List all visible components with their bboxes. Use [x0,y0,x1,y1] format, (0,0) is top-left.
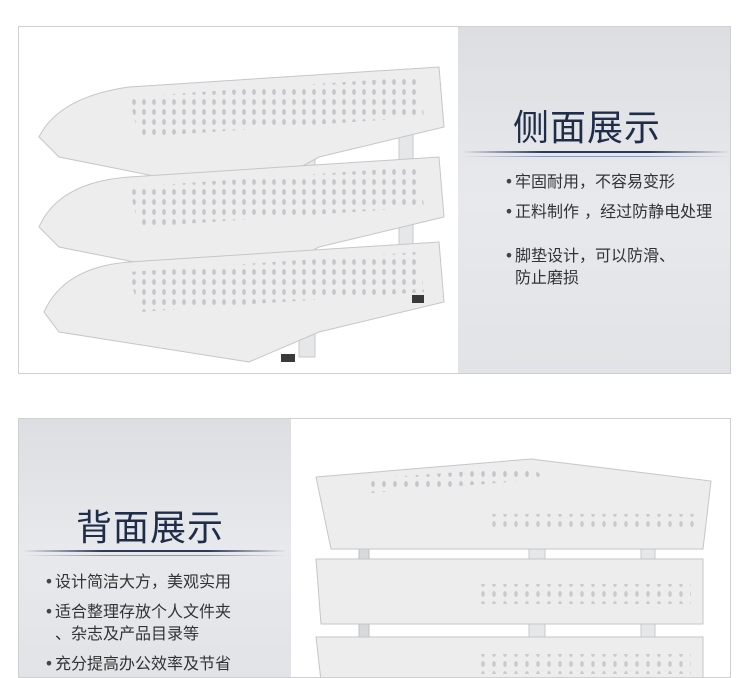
feature-text: 正料制作 ，经过防静电处理 [515,202,713,221]
three-tier-file-tray-back-image [315,458,712,677]
feature-text: 牢固耐用，不容易变形 [515,172,676,191]
feature-item: • 适合整理存放个人文件夹 、杂志及产品目录等 [43,601,289,645]
side-view-info-area: 侧面展示 • 牢固耐用，不容易变形 • 正料制作 ，经过防静电处理 • 脚垫设计… [458,27,730,373]
feature-item: • 设计简洁大方，美观实用 [43,571,289,593]
feature-item: • 牢固耐用，不容易变形 [503,171,730,193]
side-view-panel: 侧面展示 • 牢固耐用，不容易变形 • 正料制作 ，经过防静电处理 • 脚垫设计… [18,26,731,374]
bullet-icon: • [504,172,514,191]
side-view-feature-list: • 牢固耐用，不容易变形 • 正料制作 ，经过防静电处理 • 脚垫设计，可以防滑… [503,171,730,297]
bullet-icon: • [504,202,514,221]
side-view-product-photo [19,27,458,373]
title-underline [462,151,730,159]
three-tier-file-tray-image [38,66,445,363]
feature-item: • 正料制作 ，经过防静电处理 [503,201,730,223]
back-view-title: 背面展示 [76,508,225,549]
feature-item: • 充分提高办公效率及节省 [43,653,289,675]
bullet-icon: • [44,572,54,591]
side-view-title: 侧面展示 [513,108,662,149]
bullet-icon: • [44,654,54,673]
feature-item: • 脚垫设计，可以防滑、 防止磨损 [503,245,730,289]
bullet-icon: • [504,246,514,265]
feature-text: 适合整理存放个人文件夹 、杂志及产品目录等 [55,602,232,643]
feature-text: 设计简洁大方，美观实用 [55,572,232,591]
feature-text: 脚垫设计，可以防滑、 防止磨损 [515,246,676,287]
back-view-panel: 背面展示 • 设计简洁大方，美观实用 • 适合整理存放个人文件夹 、杂志及产品目… [18,418,731,678]
back-view-info-area: 背面展示 • 设计简洁大方，美观实用 • 适合整理存放个人文件夹 、杂志及产品目… [19,419,291,677]
back-view-product-photo [291,419,730,677]
back-view-feature-list: • 设计简洁大方，美观实用 • 适合整理存放个人文件夹 、杂志及产品目录等 • … [43,571,289,677]
feature-text: 充分提高办公效率及节省 [55,654,232,673]
bullet-icon: • [44,602,54,621]
title-underline [23,550,287,558]
